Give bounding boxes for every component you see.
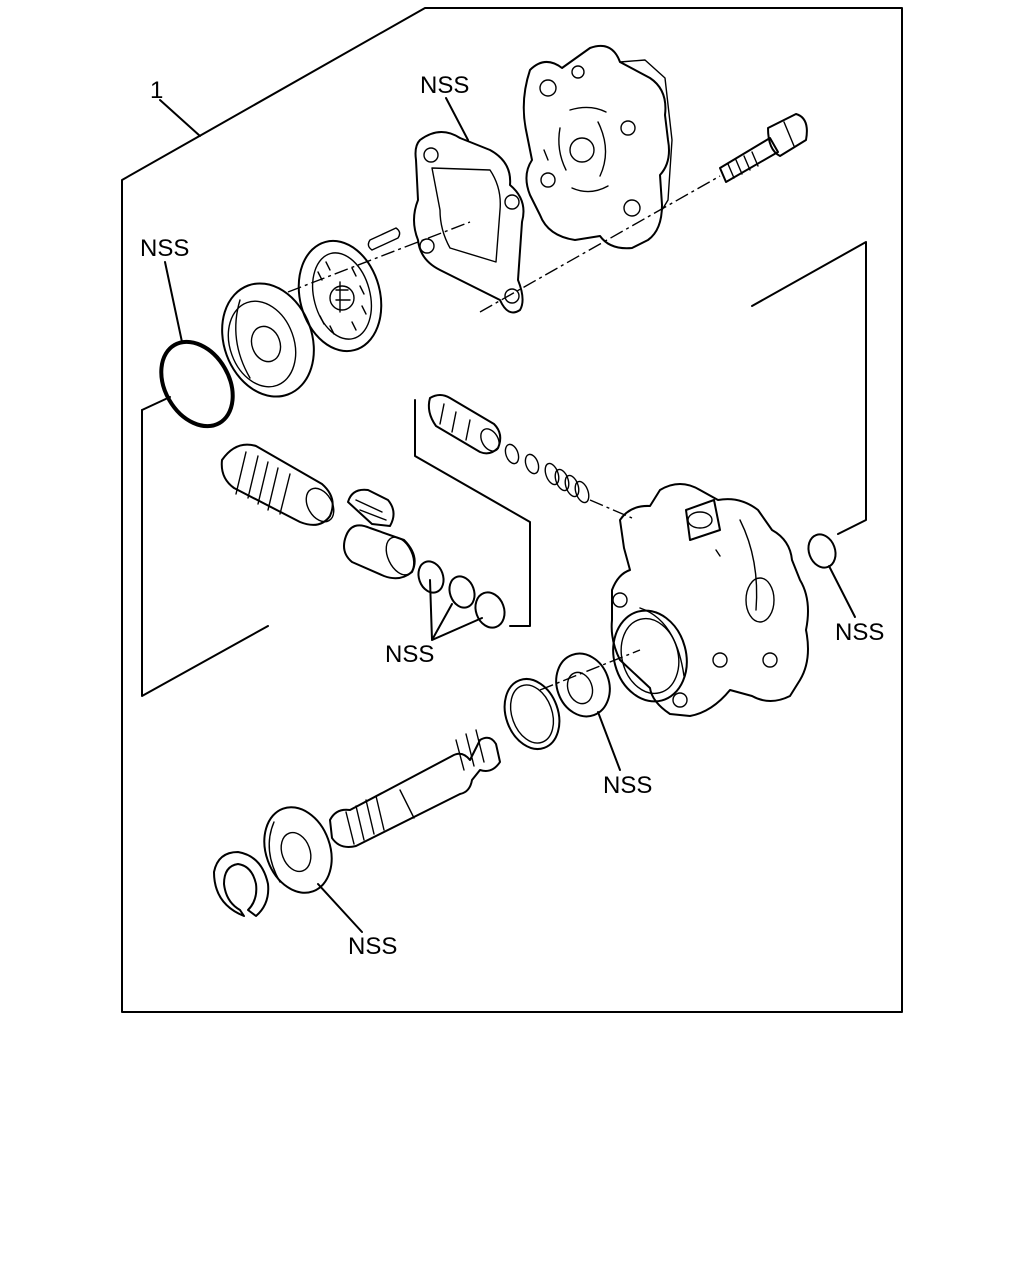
nss-leader-top	[445, 97, 469, 141]
valve-bracket	[414, 399, 531, 627]
valve-spool	[427, 394, 502, 455]
bolt	[719, 113, 808, 183]
dowel-pin	[367, 227, 401, 251]
right-bracket	[751, 241, 867, 535]
nss-leader-right-oring	[828, 565, 856, 618]
kit-frame	[121, 7, 903, 1013]
pressure-plate	[221, 282, 315, 398]
centerline-top	[479, 175, 721, 313]
nss-label-top: NSS	[420, 72, 469, 99]
flat-washer	[503, 678, 561, 750]
nss-leader-bearing	[317, 883, 363, 933]
rear-cover	[522, 44, 673, 250]
ball-bearing	[263, 806, 333, 894]
nss-leader-left-oring	[164, 261, 183, 343]
nss-leader-seal	[597, 711, 621, 771]
drive-shaft	[329, 729, 501, 848]
nss-label-right-oring: NSS	[835, 619, 884, 646]
gasket	[413, 131, 525, 314]
nss-label-seal: NSS	[603, 772, 652, 799]
oring-small-1	[417, 560, 445, 594]
nss-label-three-orings: NSS	[385, 641, 434, 668]
snap-ring	[213, 851, 270, 917]
valve-spring	[544, 462, 590, 504]
nss-leader-three-orings	[429, 579, 483, 641]
valve-seat	[524, 453, 540, 475]
left-oring	[159, 339, 235, 429]
oring-small-2	[448, 575, 476, 609]
centerline-valve	[589, 499, 633, 519]
item-number-leader	[159, 99, 201, 137]
oring-small-3	[474, 591, 506, 629]
pump-body	[610, 483, 809, 717]
centerline-shaft	[539, 649, 641, 691]
nss-label-left-oring: NSS	[140, 235, 189, 262]
centerline-cam	[287, 221, 471, 293]
item-number-label: 1	[150, 77, 163, 104]
flow-control-valve	[220, 443, 335, 526]
union-fitting	[343, 488, 416, 580]
nss-label-bearing: NSS	[348, 933, 397, 960]
rotor-assembly	[297, 239, 383, 353]
valve-washer	[504, 443, 520, 465]
right-oring	[807, 533, 837, 569]
oil-seal	[555, 652, 611, 718]
left-bracket-top	[141, 396, 171, 411]
left-bracket	[141, 409, 269, 697]
